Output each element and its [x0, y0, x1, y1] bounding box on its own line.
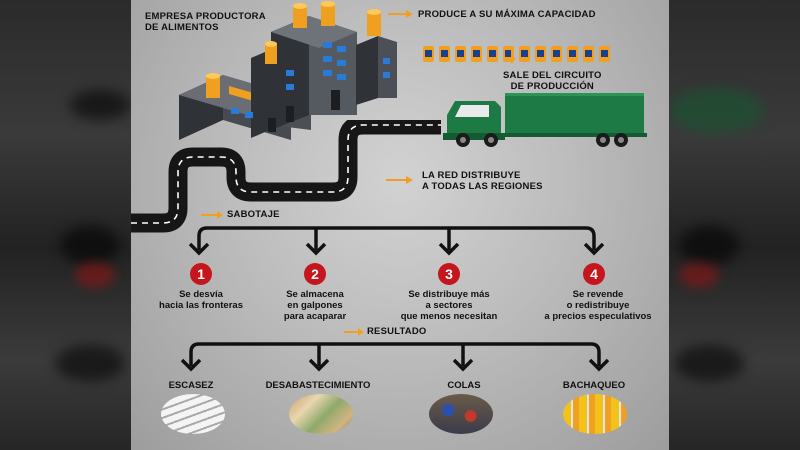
- step-text-2: Se almacena en galpones para acaparar: [283, 289, 347, 322]
- capacity-arrow-icon: [388, 13, 408, 15]
- step-text-4: Se revende o redistribuye a precios espe…: [544, 289, 652, 322]
- result-text-2: DESABASTECIMIENTO: [265, 380, 371, 391]
- arrow-icon: [180, 358, 202, 372]
- blurred-background-left: [0, 0, 131, 450]
- down-arrow-icon-head: [508, 58, 516, 64]
- step-number-1: 1: [190, 263, 212, 285]
- blurred-background-right: [669, 0, 800, 450]
- product-icon: [551, 46, 562, 62]
- queue-photo: [429, 394, 493, 434]
- result-text-4: BACHAQUEO: [562, 380, 626, 391]
- product-icon: [519, 46, 530, 62]
- resale-goods-photo: [563, 394, 627, 434]
- step-text-3: Se distribuye más a sectores que menos n…: [400, 289, 498, 322]
- sabotage-label: SABOTAJE: [227, 209, 280, 220]
- factory-label: EMPRESA PRODUCTORA DE ALIMENTOS: [145, 11, 266, 33]
- arrow-icon: [305, 242, 327, 256]
- result-arrow-icon: [344, 331, 360, 333]
- arrow-icon: [452, 358, 474, 372]
- product-icon: [487, 46, 498, 62]
- product-icon: [567, 46, 578, 62]
- product-row: [423, 22, 663, 67]
- result-arrow-icon-head: [358, 328, 364, 336]
- arrow-icon: [583, 242, 605, 256]
- down-arrow-icon: [511, 47, 513, 59]
- product-icon: [423, 46, 434, 62]
- arrow-icon: [588, 358, 610, 372]
- step-text-1: Se desvía hacia las fronteras: [159, 289, 243, 311]
- product-icon: [503, 46, 514, 62]
- product-icon: [535, 46, 546, 62]
- arrow-icon: [188, 242, 210, 256]
- product-icon: [471, 46, 482, 62]
- result-bracket: [180, 342, 610, 372]
- infographic-panel: EMPRESA PRODUCTORA DE ALIMENTOS PRODUCE …: [131, 0, 669, 450]
- factory-icon: [179, 1, 397, 140]
- sabotage-arrow-icon-head: [217, 211, 223, 219]
- truck-icon: [443, 93, 647, 147]
- product-icon: [439, 46, 450, 62]
- product-icon: [583, 46, 594, 62]
- warehouse-goods-photo: [289, 394, 353, 434]
- result-text-1: ESCASEZ: [168, 380, 214, 391]
- truck-label: SALE DEL CIRCUITO DE PRODUCCIÓN: [503, 70, 602, 92]
- capacity-arrow-icon-head: [406, 10, 413, 18]
- arrow-icon: [308, 358, 330, 372]
- distribution-arrow-icon-head: [406, 176, 413, 184]
- road-icon: [131, 120, 441, 233]
- step-number-4: 4: [583, 263, 605, 285]
- step-number-3: 3: [438, 263, 460, 285]
- capacity-label: PRODUCE A SU MÁXIMA CAPACIDAD: [418, 9, 596, 20]
- product-icon: [599, 46, 610, 62]
- product-icon: [455, 46, 466, 62]
- result-label: RESULTADO: [367, 326, 427, 337]
- sabotage-arrow-icon: [201, 214, 219, 216]
- arrow-icon: [438, 242, 460, 256]
- distribution-arrow-icon: [386, 179, 408, 181]
- sabotage-bracket: [188, 226, 605, 256]
- empty-shelves-photo: [161, 394, 225, 434]
- distribution-label: LA RED DISTRIBUYE A TODAS LAS REGIONES: [422, 170, 543, 192]
- step-number-2: 2: [304, 263, 326, 285]
- result-text-3: COLAS: [447, 380, 481, 391]
